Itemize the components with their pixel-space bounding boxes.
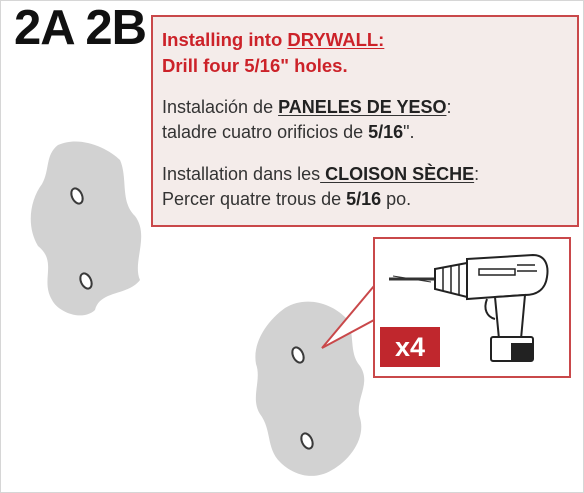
french-instruction: Installation dans les CLOISON SÈCHE: Per… — [162, 162, 479, 212]
es-line1-emph: PANELES DE YESO — [278, 97, 447, 117]
drill-hole-icon — [79, 272, 93, 290]
es-line2-prefix: taladre cuatro orificios de — [162, 122, 369, 142]
drill-hole-icon — [70, 187, 84, 205]
fr-line2-suffix: po. — [381, 189, 412, 209]
fr-line1-emph: CLOISON SÈCHE — [320, 164, 475, 184]
fr-line2-emph: 5/16 — [346, 189, 382, 209]
english-instruction: Installing into DRYWALL: Drill four 5/16… — [162, 27, 384, 79]
drill-hole-icon — [291, 346, 305, 364]
es-line1-prefix: Instalación de — [162, 97, 279, 117]
drill-callout — [373, 237, 571, 378]
drywall-patch-icon — [30, 141, 142, 316]
en-line1-emph: DRYWALL: — [287, 29, 385, 50]
es-line2-emph: 5/16 — [368, 122, 404, 142]
fr-line1-prefix: Installation dans les — [162, 164, 321, 184]
instruction-callout: Installing into DRYWALL: Drill four 5/16… — [151, 15, 579, 227]
quantity-badge: x4 — [380, 327, 440, 367]
es-line1-suffix: : — [446, 97, 452, 117]
drill-hole-icon — [300, 432, 314, 450]
en-line1-prefix: Installing into — [162, 29, 288, 50]
es-line2-suffix: ". — [403, 122, 415, 142]
fr-line1-suffix: : — [474, 164, 480, 184]
spanish-instruction: Instalación de PANELES DE YESO: taladre … — [162, 95, 451, 145]
step-label: 2A 2B — [14, 1, 147, 55]
fr-line2-prefix: Percer quatre trous de — [162, 189, 347, 209]
en-line2: Drill four 5/16" holes. — [162, 55, 348, 76]
drill-icon — [389, 253, 549, 362]
drywall-patch-icon — [255, 301, 365, 476]
